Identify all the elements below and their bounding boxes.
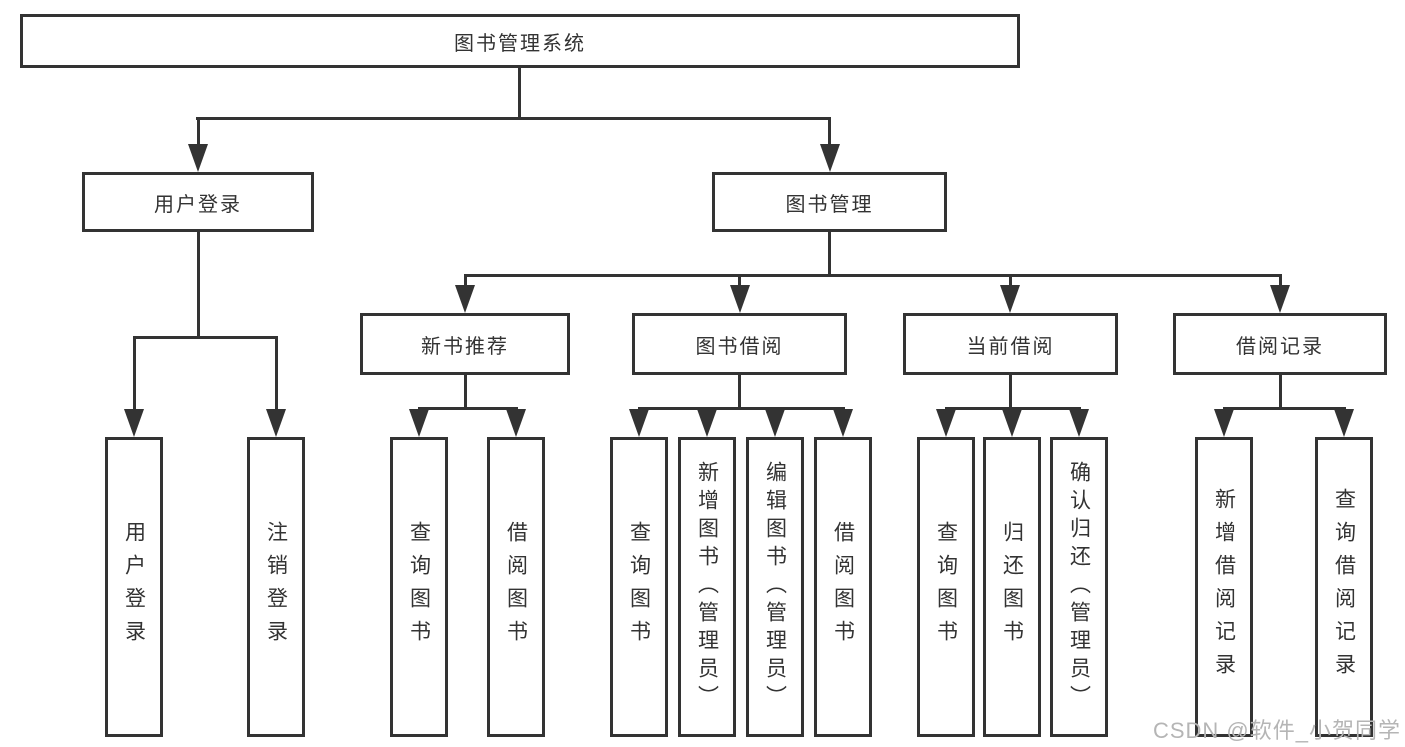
node-current-borrow: 当前借阅	[903, 313, 1118, 375]
leaf-label: 新增图书（管理员）	[695, 461, 719, 713]
edge-user-login-stem-login	[133, 336, 136, 419]
leaf-label: 查询图书	[407, 521, 431, 653]
node-book-borrow: 图书借阅	[632, 313, 847, 375]
leaf-label: 借阅图书	[504, 521, 528, 653]
arrow-down-icon	[697, 409, 717, 437]
node-leaf-query-book-2: 查询图书	[610, 437, 668, 737]
edge-book-borrow-trunk	[738, 375, 741, 407]
edge-book-borrow-branch	[639, 407, 843, 410]
watermark: CSDN @软件_小贺同学	[1152, 718, 1401, 743]
node-user-login: 用户登录	[82, 172, 314, 232]
edge-new-book-trunk	[464, 375, 467, 407]
edge-current-borrow-trunk	[1009, 375, 1012, 407]
leaf-label: 查询图书	[627, 521, 651, 653]
node-book-mgmt: 图书管理	[712, 172, 947, 232]
edge-book-mgmt-stem-new-book	[464, 274, 467, 295]
arrow-down-icon	[409, 409, 429, 437]
edge-user-login-trunk	[197, 232, 200, 336]
edge-book-mgmt-stem-book-borrow	[738, 274, 741, 295]
node-leaf-add-record: 新增借阅记录	[1195, 437, 1253, 737]
node-leaf-return-book: 归还图书	[983, 437, 1041, 737]
leaf-label: 借阅图书	[831, 521, 855, 653]
node-leaf-borrow-book-1: 借阅图书	[487, 437, 545, 737]
arrow-down-icon	[124, 409, 144, 437]
leaf-label: 用户登录	[122, 521, 146, 653]
node-leaf-logout: 注销登录	[247, 437, 305, 737]
edge-new-book-branch	[419, 407, 516, 410]
edge-book-mgmt-stem-current-borrow	[1009, 274, 1012, 295]
arrow-down-icon	[1334, 409, 1354, 437]
node-root: 图书管理系统	[20, 14, 1020, 68]
arrow-down-icon	[1069, 409, 1089, 437]
leaf-label: 编辑图书（管理员）	[763, 461, 787, 713]
node-borrow-records: 借阅记录	[1173, 313, 1387, 375]
edge-root-stem-book-mgmt	[828, 117, 831, 154]
leaf-label: 注销登录	[264, 521, 288, 653]
arrow-down-icon	[730, 285, 750, 313]
arrow-down-icon	[833, 409, 853, 437]
edge-root-stem-user-login	[197, 117, 200, 154]
arrow-down-icon	[455, 285, 475, 313]
node-leaf-confirm-return: 确认归还（管理员）	[1050, 437, 1108, 737]
node-leaf-user-login: 用户登录	[105, 437, 163, 737]
edge-user-login-branch	[134, 336, 276, 339]
edge-book-mgmt-stem-borrow-records	[1279, 274, 1282, 295]
arrow-down-icon	[1214, 409, 1234, 437]
edge-root-trunk	[518, 68, 521, 117]
node-leaf-query-book-3: 查询图书	[917, 437, 975, 737]
leaf-label: 查询图书	[934, 521, 958, 653]
arrow-down-icon	[936, 409, 956, 437]
arrow-down-icon	[506, 409, 526, 437]
edge-user-login-stem-logout	[275, 336, 278, 419]
arrow-down-icon	[629, 409, 649, 437]
leaf-label: 归还图书	[1000, 521, 1024, 653]
leaf-label: 确认归还（管理员）	[1067, 461, 1091, 713]
leaf-label: 查询借阅记录	[1332, 488, 1356, 686]
node-leaf-add-book: 新增图书（管理员）	[678, 437, 736, 737]
arrow-down-icon	[1002, 409, 1022, 437]
edge-borrow-records-branch	[1224, 407, 1344, 410]
edge-book-mgmt-trunk	[828, 232, 831, 274]
node-leaf-borrow-book-2: 借阅图书	[814, 437, 872, 737]
arrow-down-icon	[188, 144, 208, 172]
arrow-down-icon	[765, 409, 785, 437]
arrow-down-icon	[1000, 285, 1020, 313]
arrow-down-icon	[820, 144, 840, 172]
arrow-down-icon	[1270, 285, 1290, 313]
edge-root-branch	[196, 117, 830, 120]
node-leaf-query-record: 查询借阅记录	[1315, 437, 1373, 737]
leaf-label: 新增借阅记录	[1212, 488, 1236, 686]
node-new-book-rec: 新书推荐	[360, 313, 570, 375]
node-leaf-query-book-1: 查询图书	[390, 437, 448, 737]
edge-book-mgmt-branch	[465, 274, 1280, 277]
node-leaf-edit-book: 编辑图书（管理员）	[746, 437, 804, 737]
edge-borrow-records-trunk	[1279, 375, 1282, 407]
arrow-down-icon	[266, 409, 286, 437]
